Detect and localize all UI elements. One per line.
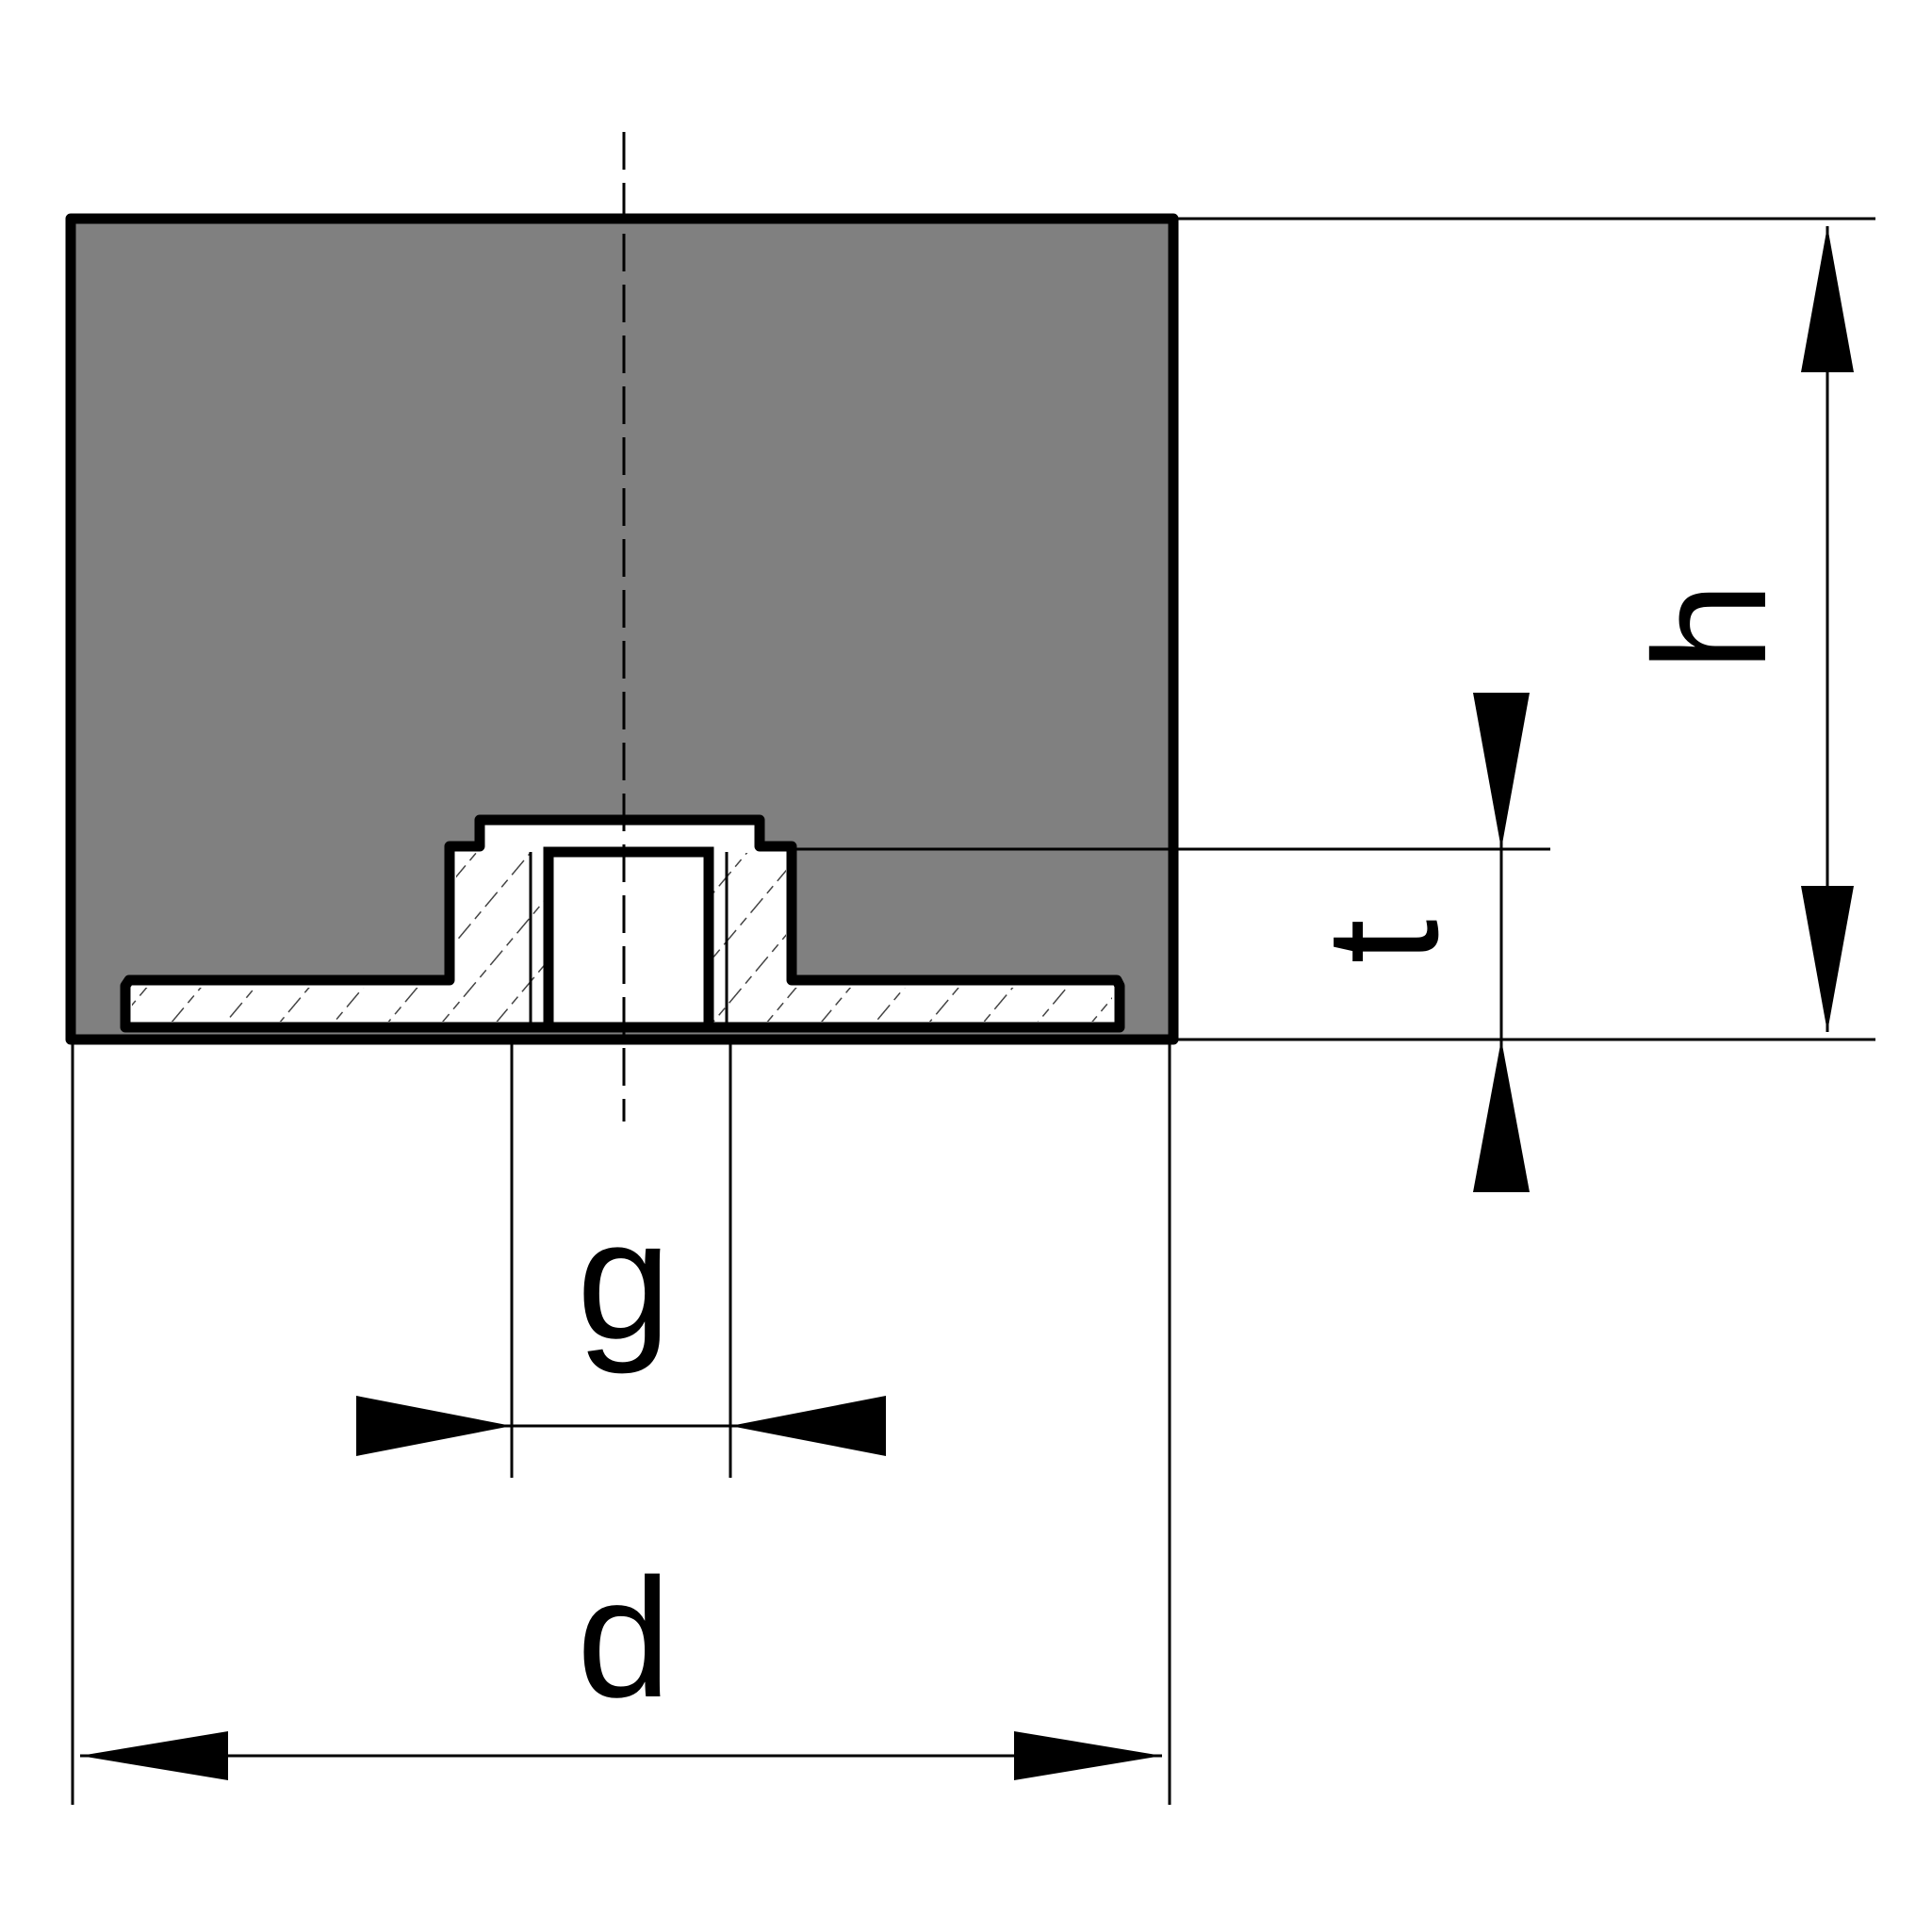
label-t: t <box>1293 919 1472 963</box>
label-h: h <box>1621 582 1800 672</box>
arrow-g-left <box>356 1396 512 1456</box>
rubber-body <box>65 213 1179 1045</box>
arrow-g-right <box>730 1396 886 1456</box>
arrow-d-right <box>1014 1731 1162 1780</box>
arrow-h-top <box>1801 226 1854 372</box>
threaded-bore <box>543 846 714 1033</box>
arrow-t-bottom <box>1473 1040 1530 1192</box>
arrow-h-bottom <box>1801 886 1854 1032</box>
label-d: d <box>577 1544 671 1733</box>
arrow-t-top <box>1473 693 1530 849</box>
arrow-d-left <box>80 1731 228 1780</box>
label-g: g <box>577 1186 671 1375</box>
